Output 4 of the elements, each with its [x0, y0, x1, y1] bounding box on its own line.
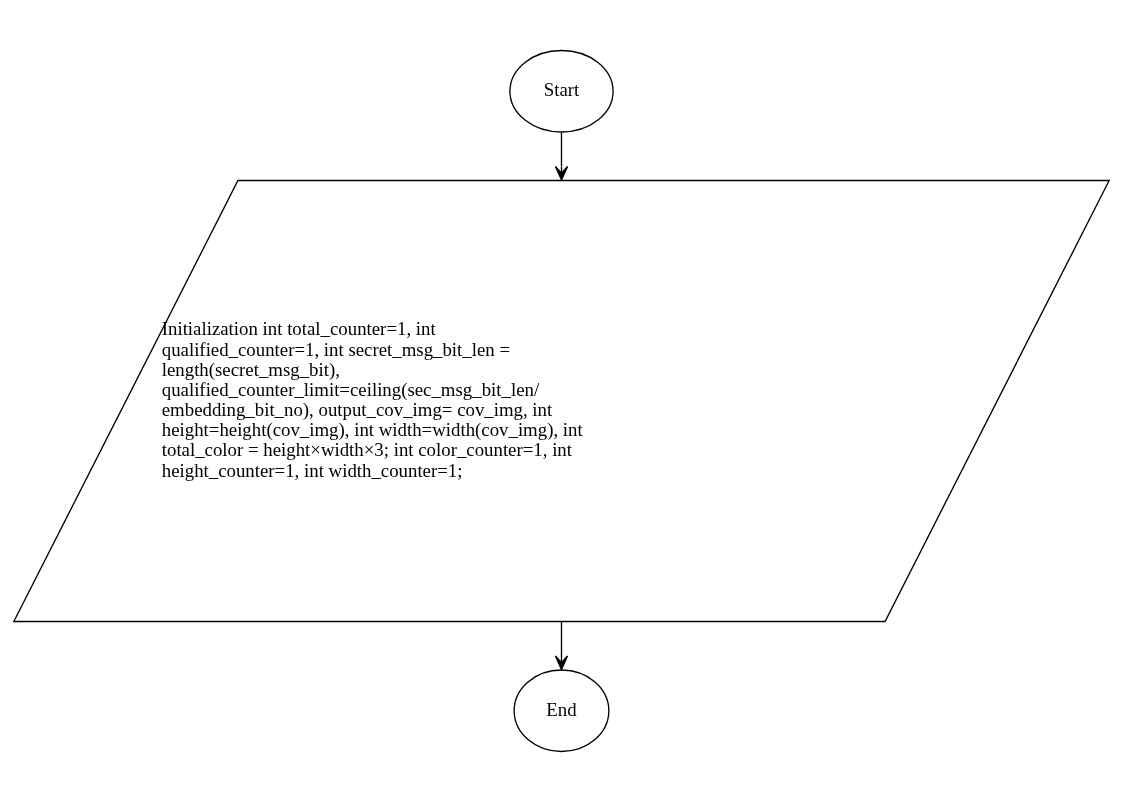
node-ellipse: End	[513, 668, 610, 752]
node-ellipse: Start	[509, 49, 614, 133]
arrow	[554, 620, 569, 670]
arrow	[554, 131, 569, 181]
